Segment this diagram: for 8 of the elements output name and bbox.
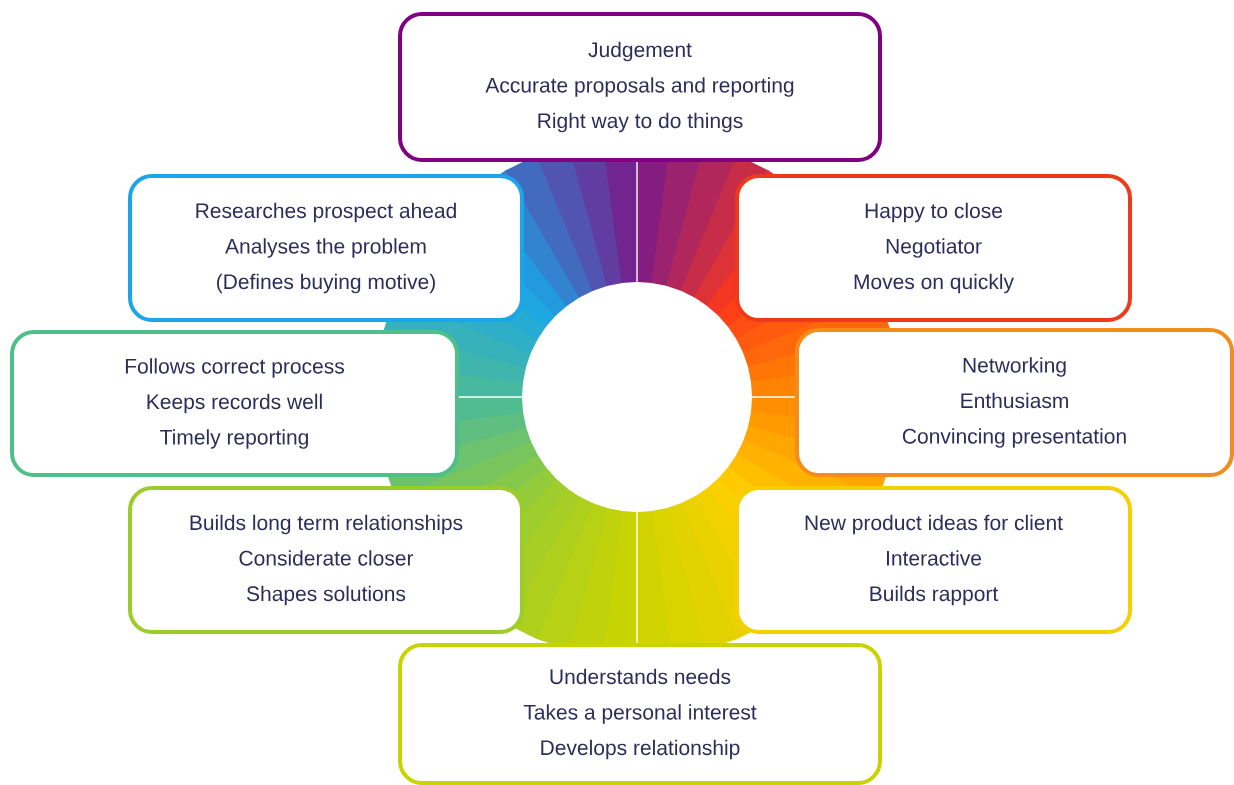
text-box: Networking Enthusiasm Convincing presentation: [795, 328, 1234, 477]
text-box: New product ideas for client Interactive Builds rapport: [735, 486, 1132, 634]
text-box: Happy to close Negotiator Moves on quickly: [735, 174, 1132, 322]
text-box: Researches prospect ahead Analyses the problem (Defines buying motive): [128, 174, 524, 322]
text-box: Builds long term relationships Considerate closer Shapes solutions: [128, 486, 524, 634]
text-box: Understands needs Takes a personal interest Develops relationship: [398, 643, 882, 785]
text-box: Follows correct process Keeps records well Timely reporting: [10, 330, 459, 477]
text-box: Judgement Accurate proposals and reporting Right way to do things: [398, 12, 882, 162]
